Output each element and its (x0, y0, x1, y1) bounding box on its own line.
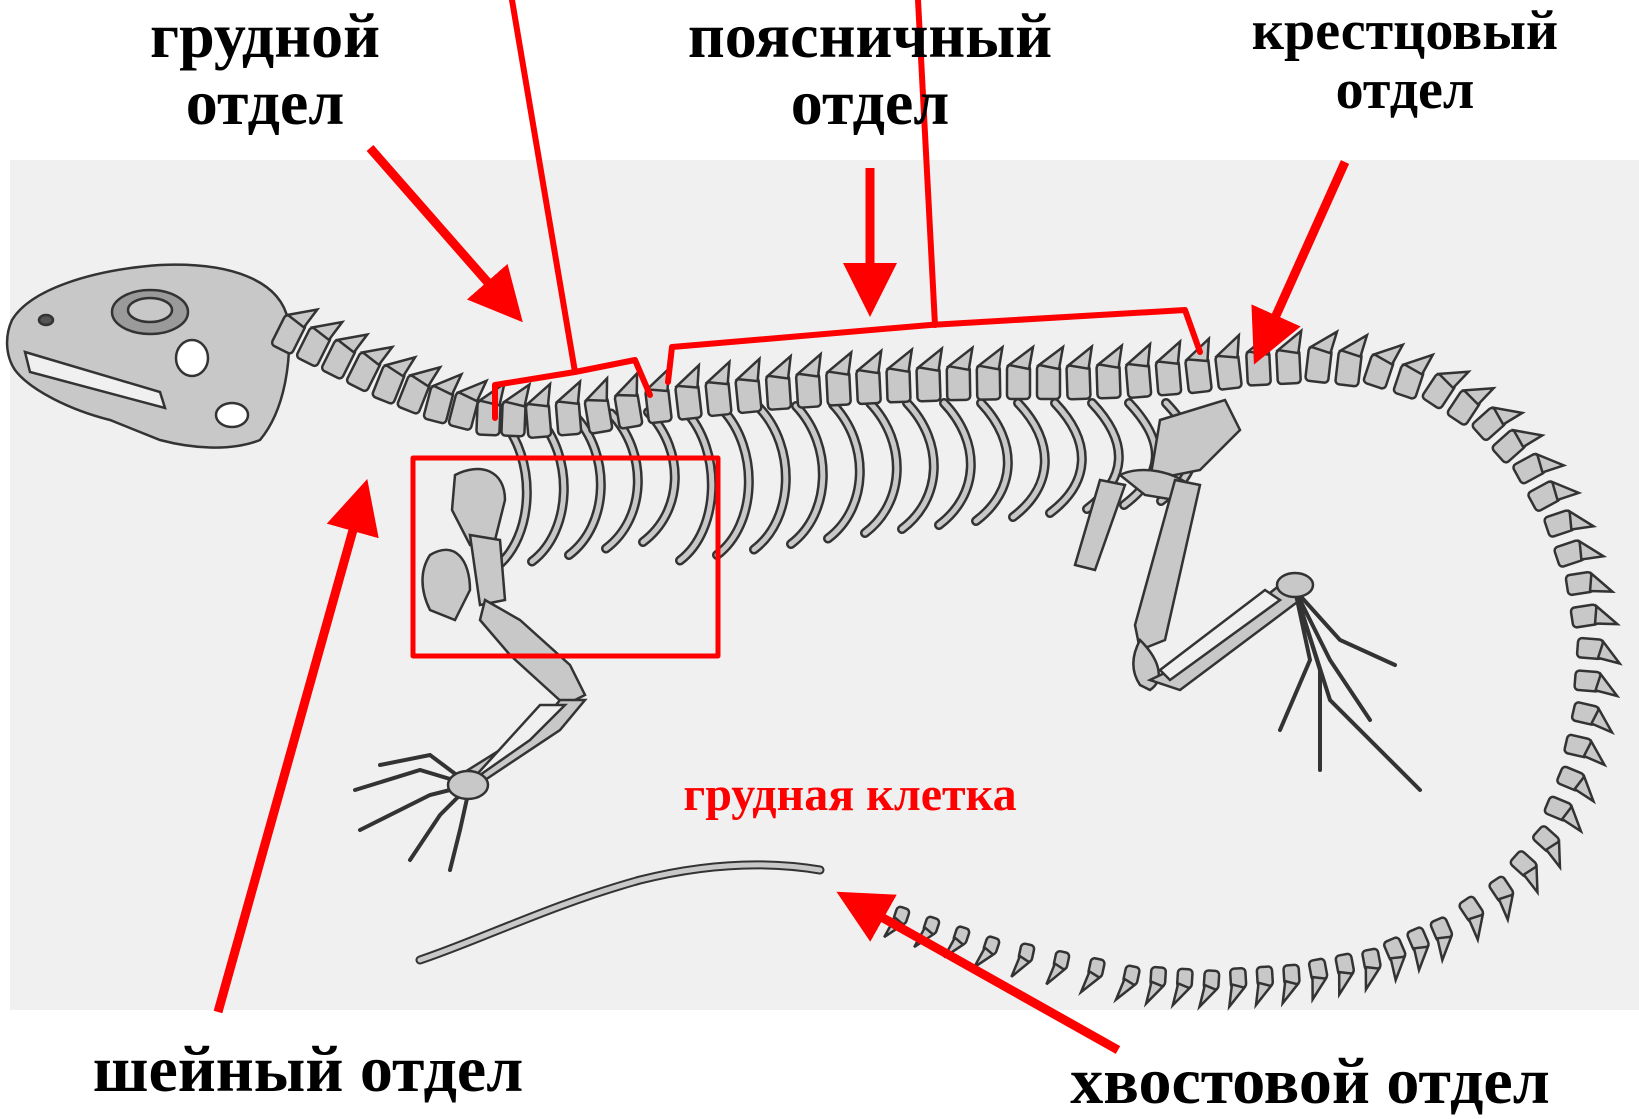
lumbar-label: поясничный отдел (660, 2, 1080, 136)
sacral-label: крестцовый отдел (1205, 2, 1605, 120)
sacral-label-line1: крестцовый (1205, 2, 1605, 61)
lumbar-label-line2: отдел (660, 69, 1080, 136)
thoracic-label-line1: грудной (115, 2, 415, 69)
caudal-label: хвостовой отдел (1030, 1047, 1590, 1116)
sacral-label-line2: отдел (1205, 61, 1605, 120)
thoracic-label: грудной отдел (115, 2, 415, 136)
lumbar-label-line1: поясничный (660, 2, 1080, 69)
thoracic-label-line2: отдел (115, 69, 415, 136)
ribcage-label: грудная клетка (620, 770, 1080, 820)
cervical-label: шейный отдел (48, 1035, 568, 1104)
